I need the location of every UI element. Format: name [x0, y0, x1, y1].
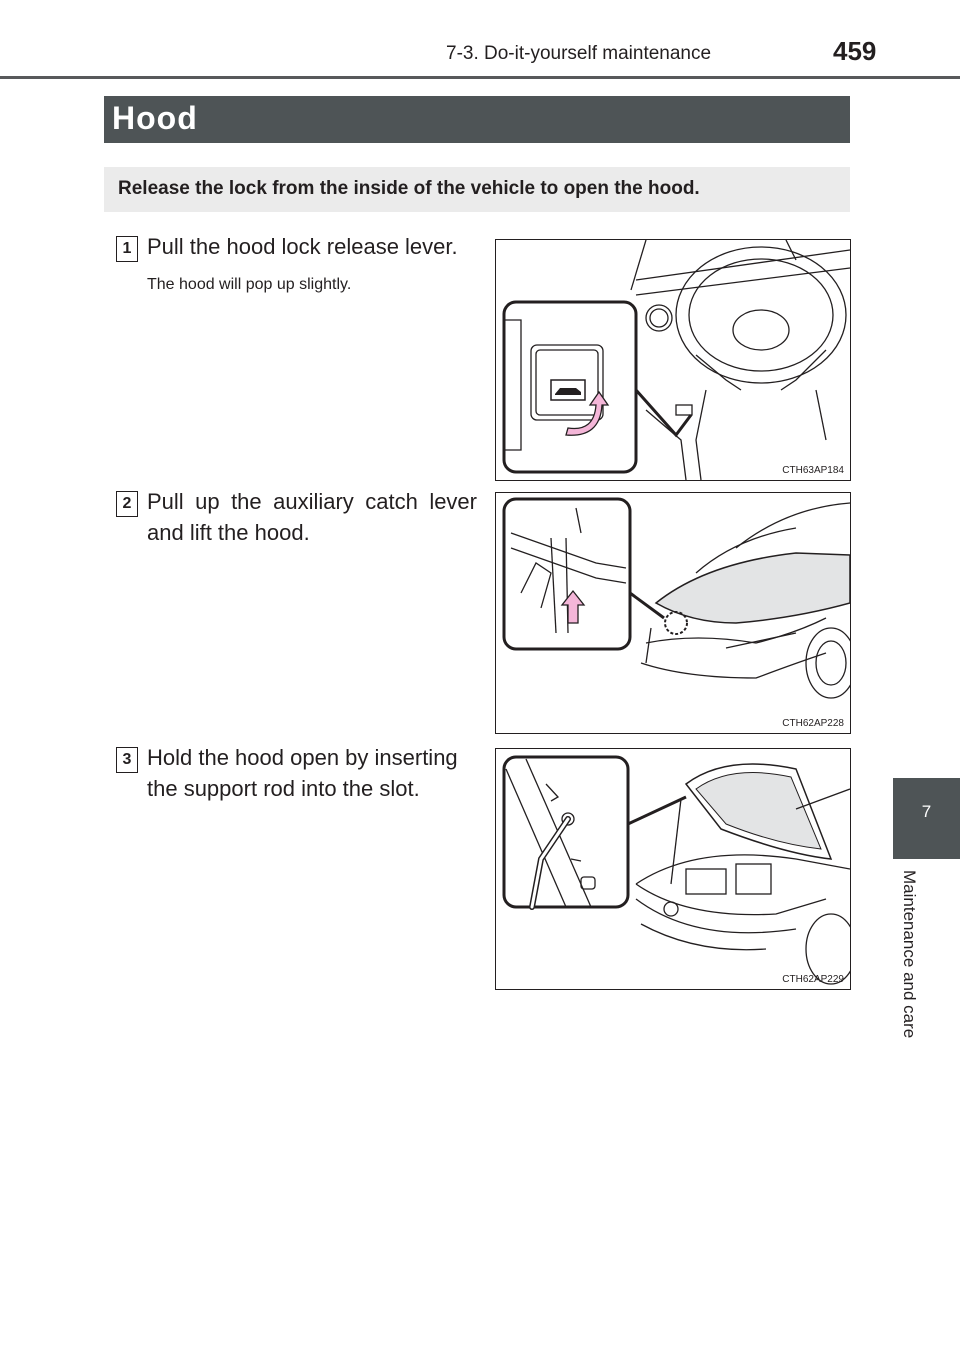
figure-code-1: CTH63AP184 [782, 465, 844, 476]
step-number-3: 3 [116, 747, 138, 773]
figure-auxiliary-catch: CTH62AP228 [495, 492, 851, 734]
intro-text: Release the lock from the inside of the … [118, 178, 700, 199]
figure-support-rod: CTH62AP229 [495, 748, 851, 990]
chapter-number: 7 [921, 802, 932, 821]
auxiliary-catch-illustration [502, 497, 850, 699]
lift-arrow-icon [560, 589, 586, 624]
step-text-2: Pull up the auxiliary catch lever and li… [147, 489, 477, 545]
section-title-bar [104, 96, 850, 143]
chapter-title-vertical: Maintenance and care [895, 870, 919, 1070]
section-title: Hood [112, 100, 198, 136]
figure-code-2: CTH62AP228 [782, 718, 844, 729]
chapter-tab: 7 [893, 778, 960, 859]
header-rule [0, 76, 960, 79]
hood-release-illustration [502, 240, 850, 480]
pull-arrow-icon [565, 390, 610, 436]
figure-code-3: CTH62AP229 [782, 974, 844, 985]
support-rod-illustration [502, 755, 850, 985]
figure-hood-release-lever: CTH63AP184 [495, 239, 851, 481]
step-subtext-1: The hood will pop up slightly. [147, 276, 352, 293]
chapter-title: Maintenance and care [900, 870, 919, 1039]
step-text-3: Hold the hood open by inserting the supp… [147, 745, 458, 801]
intro-box [104, 167, 850, 212]
step-text-1: Pull the hood lock release lever. [147, 234, 458, 259]
step-number-2: 2 [116, 491, 138, 517]
step-number-1: 1 [116, 236, 138, 262]
running-header-section: 7-3. Do-it-yourself maintenance [446, 43, 712, 64]
page-number: 459 [833, 36, 877, 66]
